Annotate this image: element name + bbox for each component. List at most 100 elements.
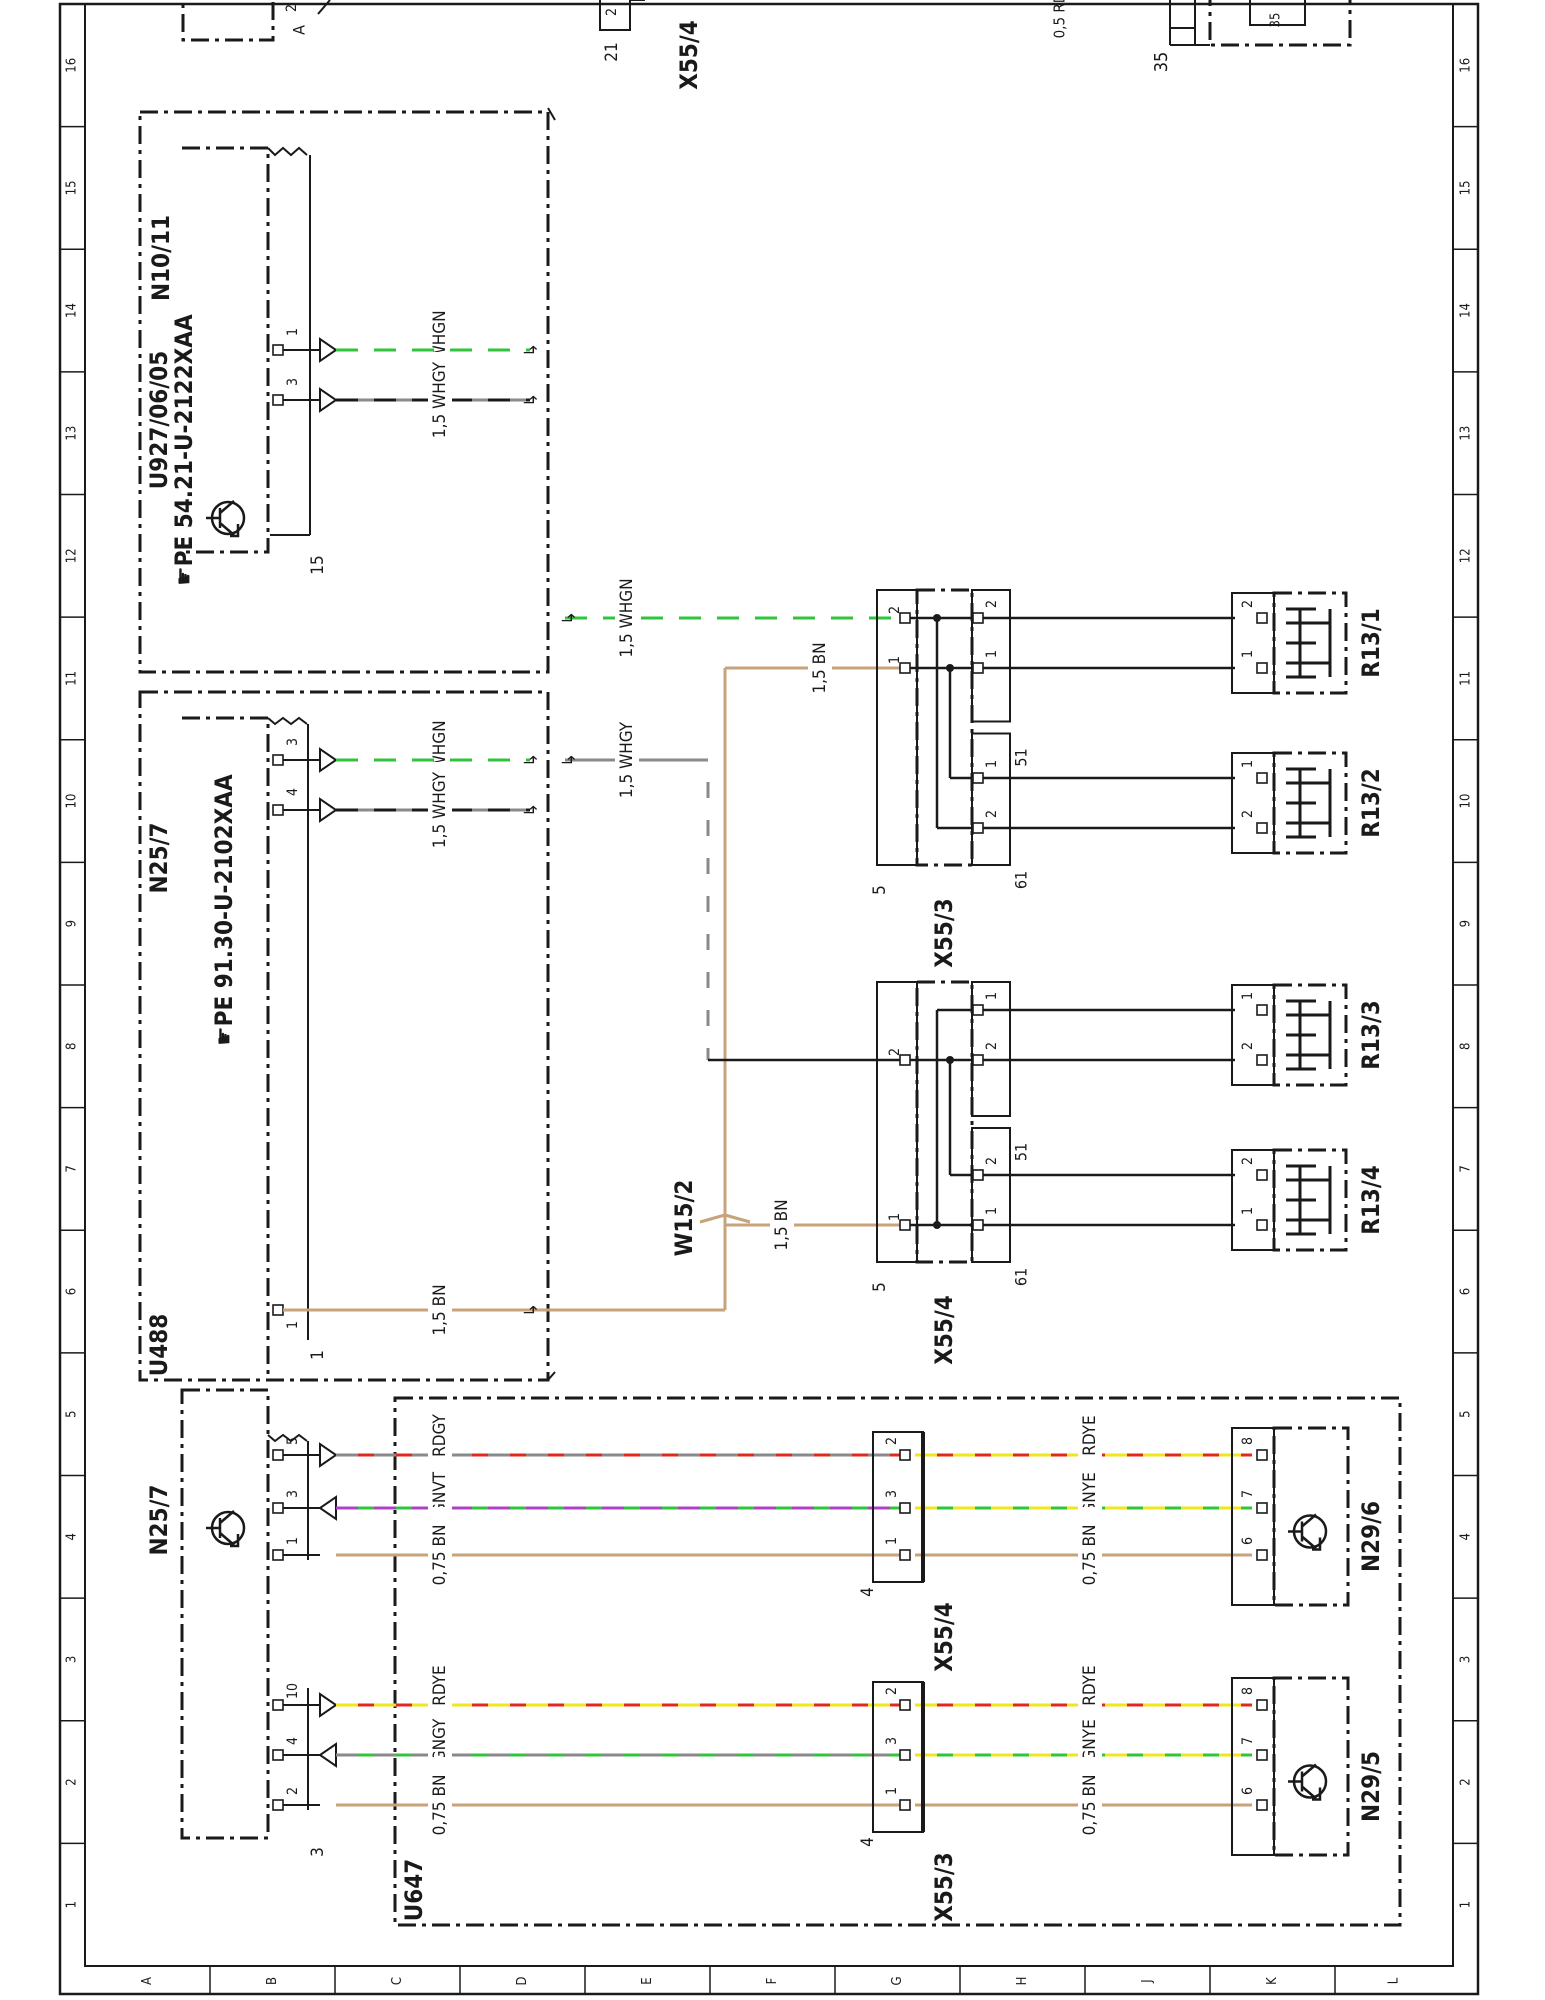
pin-label: 5 — [285, 1437, 301, 1445]
pin-terminal — [899, 1449, 911, 1461]
connector-name: X55/3 — [930, 1852, 958, 1922]
pin-terminal — [272, 344, 284, 356]
grid-column-number: 3 — [65, 1656, 80, 1663]
module-n25-7-lower — [180, 1388, 270, 1840]
frame-label-u488: U488 — [145, 1314, 173, 1377]
wire-label: 0,75 BN — [1080, 1775, 1100, 1836]
pin-terminal — [1256, 1749, 1268, 1761]
pin-label: 2 — [887, 606, 903, 614]
pin-label: 4 — [285, 788, 301, 796]
grid-row-letter: C — [390, 1977, 405, 1985]
grid-row-letter: A — [140, 1977, 155, 1985]
transistor-icon — [1288, 1513, 1328, 1551]
connector-housing — [876, 589, 918, 866]
fragment-connector — [599, 0, 631, 31]
break-arrow-icon: ↳ — [521, 1303, 542, 1317]
pin-label: 5 — [870, 885, 890, 895]
grid-row-letter: F — [765, 1977, 780, 1984]
pin-label: A — [290, 25, 309, 35]
grid-row-letter: K — [1265, 1977, 1280, 1985]
pin-label: 35 — [1151, 52, 1172, 73]
pin-label: 1 — [887, 656, 903, 664]
wire-label: 0,5 RDBN — [1051, 0, 1069, 38]
pin-terminal — [899, 1699, 911, 1711]
pin-label: 3 — [285, 738, 301, 746]
pin-label: 1 — [984, 760, 1000, 768]
pin-terminal — [1256, 1054, 1268, 1066]
connector-housing — [971, 732, 1011, 866]
pin-label: 1 — [984, 992, 1000, 1000]
label-bg — [615, 570, 639, 666]
pin-label: 6 — [1240, 1537, 1256, 1545]
pin-terminal — [272, 1699, 284, 1711]
pin-label: 2 — [884, 1437, 900, 1445]
grid-row-letter: L — [1387, 1977, 1402, 1984]
pin-label: 2 — [984, 1042, 1000, 1050]
grid-column-number: 6 — [1459, 1288, 1474, 1295]
pin-terminal — [272, 394, 284, 406]
connector-housing — [971, 1127, 1011, 1263]
heater-element-icon — [1286, 767, 1332, 839]
connector-name: X55/3 — [930, 898, 958, 968]
wire-whgy-n25-label: 1,5 WHGY — [430, 771, 450, 848]
transistor-icon — [206, 500, 240, 538]
pin-label: 35 — [1269, 13, 1284, 28]
heater-connector — [1231, 1149, 1275, 1251]
break-arrow-icon: ↳ — [521, 803, 542, 817]
pin-label: 8 — [1240, 1437, 1256, 1445]
grid-column-number: 7 — [65, 1165, 80, 1172]
component-name: N25/7 — [145, 1484, 173, 1555]
pin-label: 2 — [285, 1787, 301, 1795]
pin-label: 3 — [308, 1847, 328, 1857]
grid-row-letter: H — [1015, 1977, 1030, 1986]
pin-label: 2 — [604, 8, 620, 16]
component-name: N25/7 — [145, 822, 173, 893]
connector-arrow-icon — [319, 1442, 338, 1468]
pin-terminal — [972, 612, 984, 624]
heater-body — [1272, 983, 1348, 1087]
pin-terminal — [1256, 1549, 1268, 1561]
module-n10-11 — [182, 146, 270, 554]
wire-label: 0,75 BN — [1080, 1525, 1100, 1586]
pin-label: 4 — [285, 1737, 301, 1745]
pin-label: 2 — [1240, 600, 1256, 608]
heater-connector — [1231, 752, 1275, 854]
pin-label: 3 — [285, 1490, 301, 1498]
pin-terminal — [1256, 1699, 1268, 1711]
sensor-body — [1272, 1426, 1350, 1607]
frame-u647 — [393, 1396, 1402, 1927]
grid-column-number: 8 — [65, 1043, 80, 1050]
wire-whgy-n10-label-bg — [428, 352, 452, 448]
pin-terminal — [272, 1449, 284, 1461]
pin-terminal — [272, 1799, 284, 1811]
pin-terminal — [272, 1749, 284, 1761]
connector-body — [915, 588, 974, 867]
connector-arrow-icon — [318, 1495, 337, 1521]
label-bg — [770, 1177, 794, 1273]
pin-label: 5 — [870, 1282, 890, 1292]
connector-arrow-icon — [319, 337, 338, 363]
break-symbol-icon — [267, 1433, 308, 1443]
pin-label: 2 — [284, 4, 300, 12]
transistor-icon — [206, 500, 246, 538]
grid-column-number: 14 — [65, 303, 80, 318]
pin-label: 1 — [308, 1350, 328, 1360]
grid-column-number: 7 — [1459, 1165, 1474, 1172]
grid-column-number: 5 — [1459, 1410, 1474, 1417]
heater-body — [1272, 1148, 1348, 1252]
fragment-arrow — [317, 0, 331, 15]
connector-name: X55/4 — [675, 20, 703, 90]
pin-label: 3 — [285, 378, 301, 386]
pin-label: 2 — [984, 600, 1000, 608]
grid-column-number: 16 — [1459, 58, 1474, 73]
grid-row-letter: B — [265, 1977, 280, 1985]
pin-terminal — [972, 1169, 984, 1181]
transistor-icon — [206, 1510, 240, 1548]
pin-label: 3 — [884, 1737, 900, 1745]
pin-terminal — [1256, 822, 1268, 834]
heater-connector — [1231, 984, 1275, 1086]
junction-dot — [933, 614, 941, 622]
connector-body — [915, 980, 974, 1264]
